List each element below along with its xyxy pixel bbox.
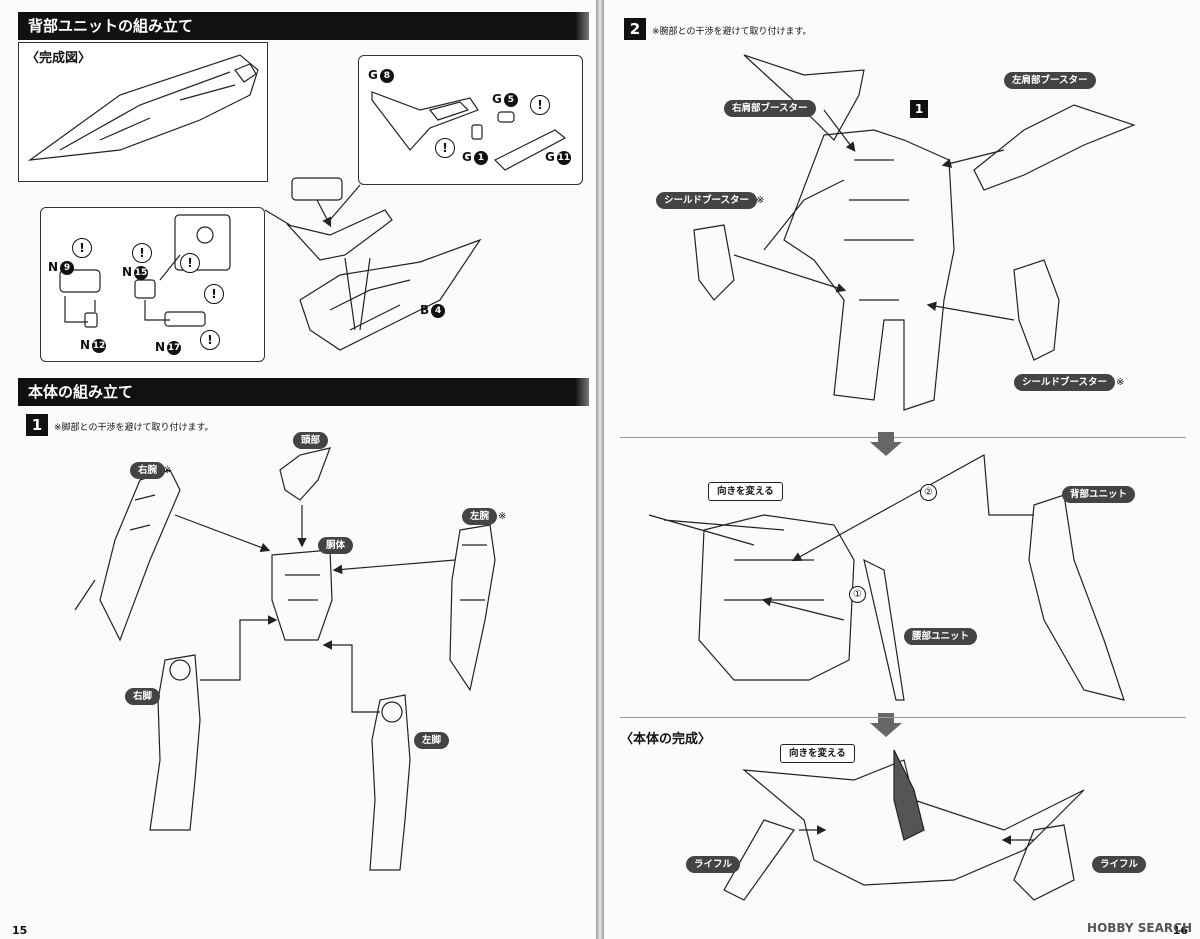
label-shield-booster: シールドブースター (1014, 374, 1116, 391)
circled-number-2: ② (920, 484, 937, 501)
label-right-arm: 右腕 (130, 462, 166, 479)
completed-view-frame (18, 42, 268, 182)
step-number: 2 (624, 18, 646, 40)
label-left-shoulder-booster: 左肩部ブースター (1004, 72, 1096, 89)
warning-icon: ! (204, 284, 224, 304)
n-parts-frame (40, 207, 265, 362)
assembly-line-art (648, 54, 1136, 901)
asterisk-mark: ※ (163, 465, 172, 476)
circled-number-1: ① (849, 586, 866, 603)
divider (620, 717, 1186, 718)
warning-icon: ! (72, 238, 92, 258)
label-torso: 胴体 (318, 537, 354, 554)
backpack-line-art (27, 54, 567, 351)
label-right-shoulder-booster: 右肩部ブースター (724, 100, 816, 117)
label-left-leg: 左脚 (414, 732, 450, 749)
label-right-leg: 右脚 (125, 688, 161, 705)
label-head: 頭部 (293, 432, 329, 449)
step-note: ※脚部との干渉を避けて取り付けます。 (54, 423, 214, 433)
page-gutter (596, 0, 604, 939)
divider (620, 437, 1186, 438)
label-left-arm: 左腕 (462, 508, 498, 525)
asterisk-mark: ※ (1116, 377, 1125, 388)
page-number: 15 (12, 924, 28, 937)
warning-icon: ! (200, 330, 220, 350)
asterisk-mark: ※ (498, 511, 507, 522)
page-number: 16 (1172, 924, 1188, 937)
warning-icon: ! (530, 95, 550, 115)
label-waist-unit: 腰部ユニット (904, 628, 978, 645)
watermark: HOBBY SEARCH (1087, 921, 1192, 935)
label-rifle: ライフル (686, 856, 741, 873)
body-assembly-heading: 本体の組み立て (18, 378, 589, 406)
label-back-unit: 背部ユニット (1062, 486, 1136, 503)
label-shield-booster: シールドブースター (656, 192, 758, 209)
warning-icon: ! (435, 138, 455, 158)
step-reference-1: 1 (910, 100, 928, 118)
manual-page-right: 2 ※腕部との干渉を避けて取り付けます。 (604, 0, 1200, 939)
completed-view-label: 〈完成図〉 (26, 51, 92, 66)
label-rifle: ライフル (1092, 856, 1147, 873)
backpack-assembly-heading: 背部ユニットの組み立て (18, 12, 589, 40)
step-note: ※腕部との干渉を避けて取り付けます。 (652, 27, 812, 37)
warning-icon: ! (180, 253, 200, 273)
body-line-art (74, 447, 496, 871)
down-arrow-icon (870, 432, 902, 737)
label-turn-around: 向きを変える (780, 744, 855, 763)
g-parts-frame (358, 55, 583, 185)
completed-body-label: 〈本体の完成〉 (620, 732, 712, 747)
asterisk-mark: ※ (756, 195, 765, 206)
warning-icon: ! (132, 243, 152, 263)
label-turn-around: 向きを変える (708, 482, 783, 501)
step-number: 1 (26, 414, 48, 436)
manual-page-left: 背部ユニットの組み立て 〈完成図〉 (0, 0, 596, 939)
